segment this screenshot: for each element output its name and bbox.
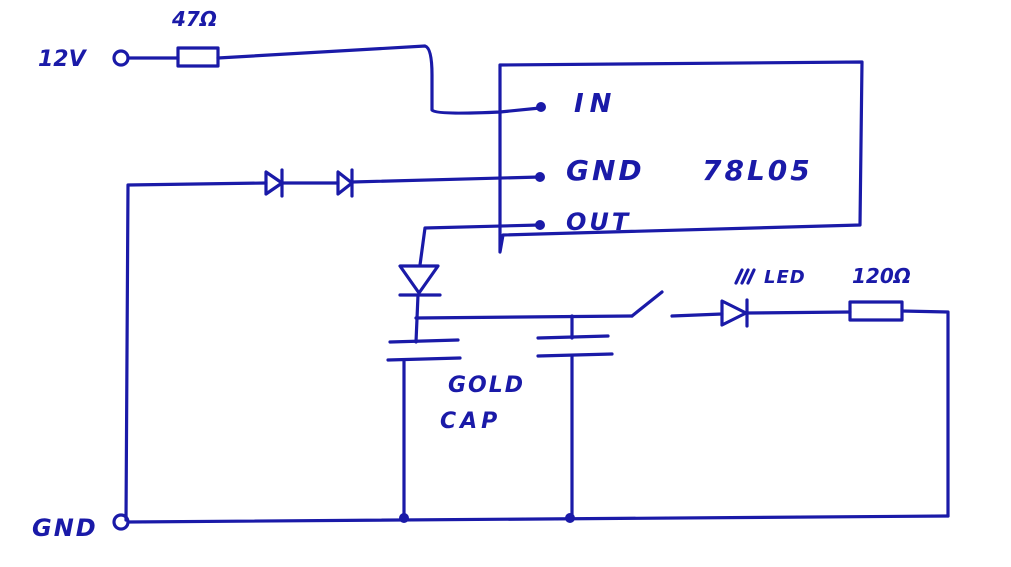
led [720,268,756,328]
junction-cap2 [565,513,575,523]
gold-cap [386,338,462,362]
label-gold-cap-2: CAP [440,409,501,434]
wire-to-in [216,44,542,115]
wire-led-resistor [745,310,852,315]
wire-gnd-pin [350,175,542,184]
regulator-box [498,60,864,254]
label-resistor-120: 120Ω [852,264,911,288]
wire-switch-led [670,312,724,318]
capacitor-2 [536,334,614,358]
wire-left-ground [124,181,268,522]
label-gold-cap-1: GOLD [448,373,525,398]
label-pin-in: IN [574,89,617,119]
label-led: LED [764,267,806,288]
diode-2 [336,168,354,198]
label-pin-out: OUT [566,208,631,236]
resistor-120 [848,300,904,322]
diode-out [398,264,442,297]
label-12v: 12V [38,47,88,72]
wire-bus [414,314,634,320]
wire-right-ground [900,309,950,518]
label-resistor-47: 47Ω [171,7,217,31]
switch [630,290,664,318]
pin-in-dot [536,102,546,112]
label-ground: GND [32,514,98,542]
label-pin-gnd: GND [566,154,645,187]
junction-goldcap [399,513,409,523]
wire-out [418,223,542,267]
ground-terminal [112,513,130,531]
input-terminal [112,49,130,67]
ground-rail [126,514,950,524]
diode-1 [264,168,284,198]
label-regulator: 78L05 [702,154,813,187]
resistor-47 [176,46,220,68]
